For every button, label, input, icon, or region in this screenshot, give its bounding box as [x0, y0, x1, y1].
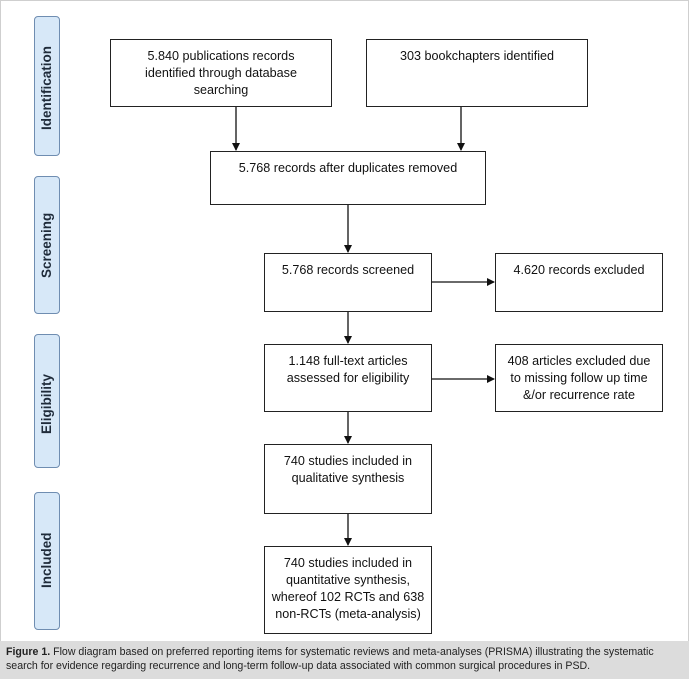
box-bookchapters: 303 bookchapters identified: [366, 39, 588, 107]
stage-included-bar: [34, 492, 60, 630]
box-records-excluded: 4.620 records excluded: [495, 253, 663, 312]
caption-label: Figure 1.: [6, 646, 51, 658]
stage-screening-bar: [34, 176, 60, 314]
stage-identification-bar: [34, 16, 60, 156]
caption-text: Flow diagram based on preferred reportin…: [6, 646, 654, 672]
box-records-screened: 5.768 records screened: [264, 253, 432, 312]
box-after-duplicates: 5.768 records after duplicates removed: [210, 151, 486, 205]
stage-eligibility-bar: [34, 334, 60, 468]
figure-caption: Figure 1. Flow diagram based on preferre…: [0, 641, 689, 679]
